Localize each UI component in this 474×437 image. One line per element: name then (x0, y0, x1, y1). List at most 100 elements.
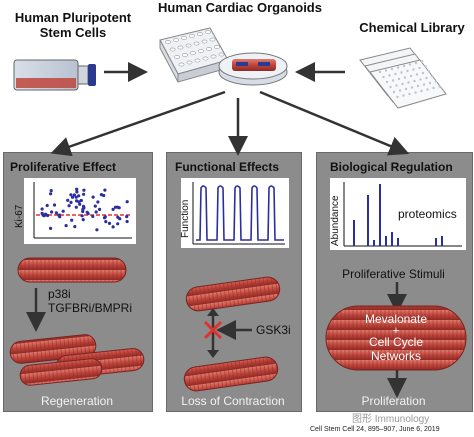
citation-footer: Cell Stem Cell 24, 895–907, June 6, 2019 (310, 426, 440, 433)
well (194, 58, 201, 63)
well (174, 55, 180, 59)
proteomics-bar-chart (330, 178, 466, 250)
scatter-point (79, 198, 83, 203)
caption-proliferation: Proliferation (361, 394, 426, 408)
scatter-point (94, 210, 98, 214)
well (201, 39, 208, 44)
library-well (414, 61, 418, 65)
library-well (396, 66, 400, 69)
scatter-point (75, 190, 79, 194)
function-axis-label: Function (180, 199, 191, 238)
library-well (402, 64, 406, 68)
cardiomyocyte-fiber-bottom-middle (183, 356, 279, 392)
library-well (438, 85, 441, 88)
library-well (403, 76, 407, 79)
library-well (398, 89, 402, 92)
scatter-point (103, 188, 107, 192)
header-chemical-library: Chemical Library (359, 20, 465, 35)
library-well (384, 69, 388, 72)
scatter-point (96, 200, 100, 204)
inhibitor-p38i: p38i (48, 287, 71, 301)
scatter-point (111, 225, 115, 229)
scatter-point (81, 218, 85, 222)
library-well (426, 88, 429, 91)
well (178, 62, 185, 67)
library-well (410, 86, 414, 89)
library-well (434, 80, 438, 83)
library-well (412, 68, 415, 71)
library-well (414, 91, 417, 94)
scatter-point (102, 216, 107, 220)
library-well (394, 72, 397, 76)
library-well (424, 65, 427, 68)
scatter-point (95, 228, 99, 232)
library-well (404, 87, 408, 91)
library-well (395, 84, 398, 87)
scatter-point (82, 206, 86, 210)
library-well (402, 94, 405, 97)
scatter-point (49, 189, 53, 193)
library-well (428, 81, 432, 85)
petri-dish-icon (218, 52, 288, 86)
scatter-point (107, 221, 112, 225)
scatter-point (75, 199, 79, 203)
ki67-scatter-chart (24, 178, 136, 244)
scatter-point (54, 211, 59, 215)
scatter-point (72, 193, 76, 197)
scatter-point (67, 204, 71, 208)
panel-title-functional: Functional Effects (175, 160, 280, 174)
well (198, 49, 204, 53)
well (186, 60, 193, 65)
scatter-point (46, 213, 50, 218)
library-well (427, 70, 431, 73)
well (182, 53, 188, 57)
library-well (382, 75, 385, 79)
library-well (421, 71, 425, 75)
scatter-point (75, 187, 79, 191)
proteomics-label: proteomics (398, 207, 457, 221)
cardiomyocyte-fiber-top-middle (185, 276, 281, 312)
cardiomyocyte-fiber-top-left (17, 257, 127, 283)
panel-title-biological: Biological Regulation (330, 160, 453, 174)
scatter-point (64, 224, 68, 228)
library-well (397, 77, 401, 81)
scatter-point (81, 209, 85, 214)
scatter-point (78, 202, 82, 206)
scatter-point (80, 214, 84, 218)
library-well (385, 80, 389, 84)
ki67-axis-label: Ki-67 (14, 204, 25, 228)
scatter-point (104, 220, 108, 224)
library-well (388, 74, 391, 77)
scatter-point (125, 219, 129, 224)
scatter-point (82, 192, 86, 196)
scatter-point (50, 210, 54, 214)
scatter-point (49, 226, 53, 230)
scatter-point (125, 200, 129, 204)
well (193, 41, 200, 46)
pathway-networks: Networks (370, 349, 421, 363)
well (169, 47, 176, 52)
well-plate-icon (159, 27, 229, 83)
inhibitor-tgfbri-bmpri: TGFBRi/BMPRi (48, 301, 132, 315)
library-well (422, 83, 426, 86)
caption-loss-of-contraction: Loss of Contraction (181, 394, 285, 408)
library-well (432, 86, 435, 90)
library-well (413, 79, 416, 83)
library-well (378, 70, 382, 74)
well (189, 34, 195, 38)
scatter-point (117, 206, 121, 210)
scatter-point (74, 195, 78, 199)
scatter-point (85, 210, 89, 214)
scatter-point (118, 217, 122, 221)
well (205, 30, 211, 34)
library-well (389, 85, 392, 89)
library-well (392, 90, 396, 94)
well (209, 37, 216, 42)
well (206, 47, 212, 51)
well (165, 40, 171, 44)
culture-flask-icon (13, 59, 96, 91)
scatter-point (58, 213, 62, 217)
scatter-point (116, 222, 120, 226)
header-cardiac-organoids: Human Cardiac Organoids (158, 0, 322, 15)
